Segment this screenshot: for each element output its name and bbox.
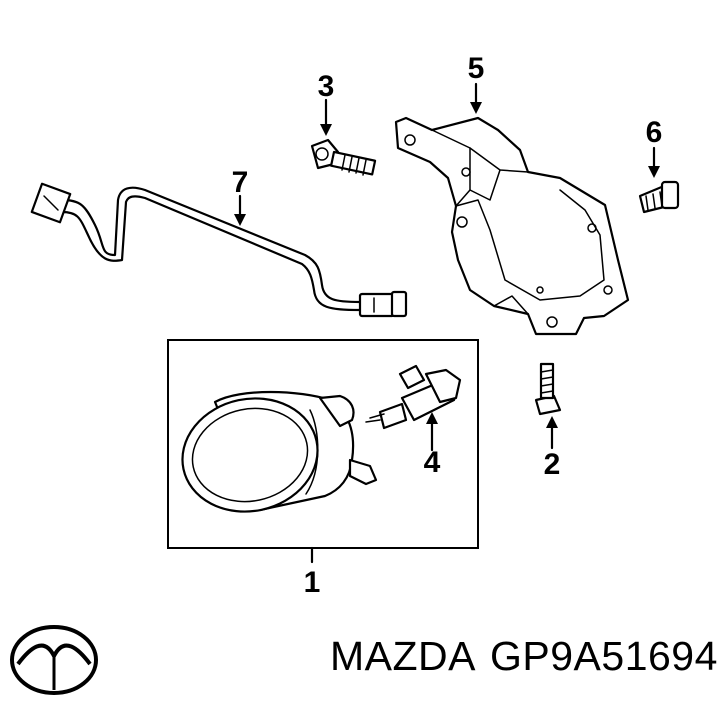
part-caption: MAZDA GP9A51694B bbox=[330, 633, 720, 680]
bolt-2 bbox=[534, 362, 562, 416]
wire-harness bbox=[30, 182, 408, 318]
bracket bbox=[394, 116, 630, 336]
callout-5: 5 bbox=[468, 52, 485, 85]
callout-4: 4 bbox=[424, 446, 441, 479]
screw-6 bbox=[638, 180, 680, 214]
callout-3: 3 bbox=[318, 70, 335, 103]
assembly-box bbox=[167, 339, 479, 549]
callout-1: 1 bbox=[304, 566, 321, 599]
harness-connector-left bbox=[30, 182, 72, 224]
callout-7: 7 bbox=[232, 166, 249, 199]
mazda-logo-icon bbox=[10, 625, 98, 695]
fog-lamp bbox=[181, 390, 378, 513]
harness-connector-right bbox=[358, 290, 408, 318]
callout-6: 6 bbox=[646, 116, 663, 149]
callout-2: 2 bbox=[544, 448, 561, 481]
brand-name: MAZDA bbox=[330, 633, 476, 679]
part-number: GP9A51694B bbox=[490, 633, 720, 679]
leader-lines bbox=[234, 82, 660, 564]
bulb bbox=[365, 364, 462, 430]
bolt-3 bbox=[310, 138, 377, 176]
